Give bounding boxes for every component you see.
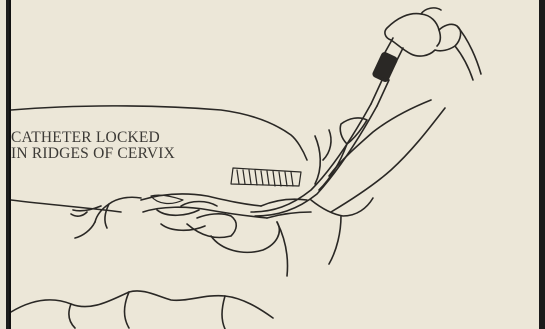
hand-icon (383, 8, 461, 64)
insemination-line-drawing (11, 0, 545, 329)
label-line-1: CATHETER LOCKED (11, 130, 175, 146)
catheter-label: CATHETER LOCKED IN RIDGES OF CERVIX (11, 130, 175, 162)
sleeve-cuff (455, 26, 481, 80)
illustration-panel: CATHETER LOCKED IN RIDGES OF CERVIX (11, 0, 545, 329)
belly-line (11, 291, 273, 318)
cervix-ridges (231, 168, 301, 186)
adjacent-page-strip (0, 0, 9, 329)
catheter-line (251, 104, 371, 212)
right-border (539, 0, 545, 329)
label-line-2: IN RIDGES OF CERVIX (11, 146, 175, 162)
reproductive-tract (71, 194, 311, 238)
syringe-icon (371, 52, 398, 106)
arm-outline-upper (329, 100, 431, 176)
page-divider (6, 0, 9, 329)
cow-rump-line (11, 200, 121, 212)
arm-outline-lower (331, 108, 445, 212)
